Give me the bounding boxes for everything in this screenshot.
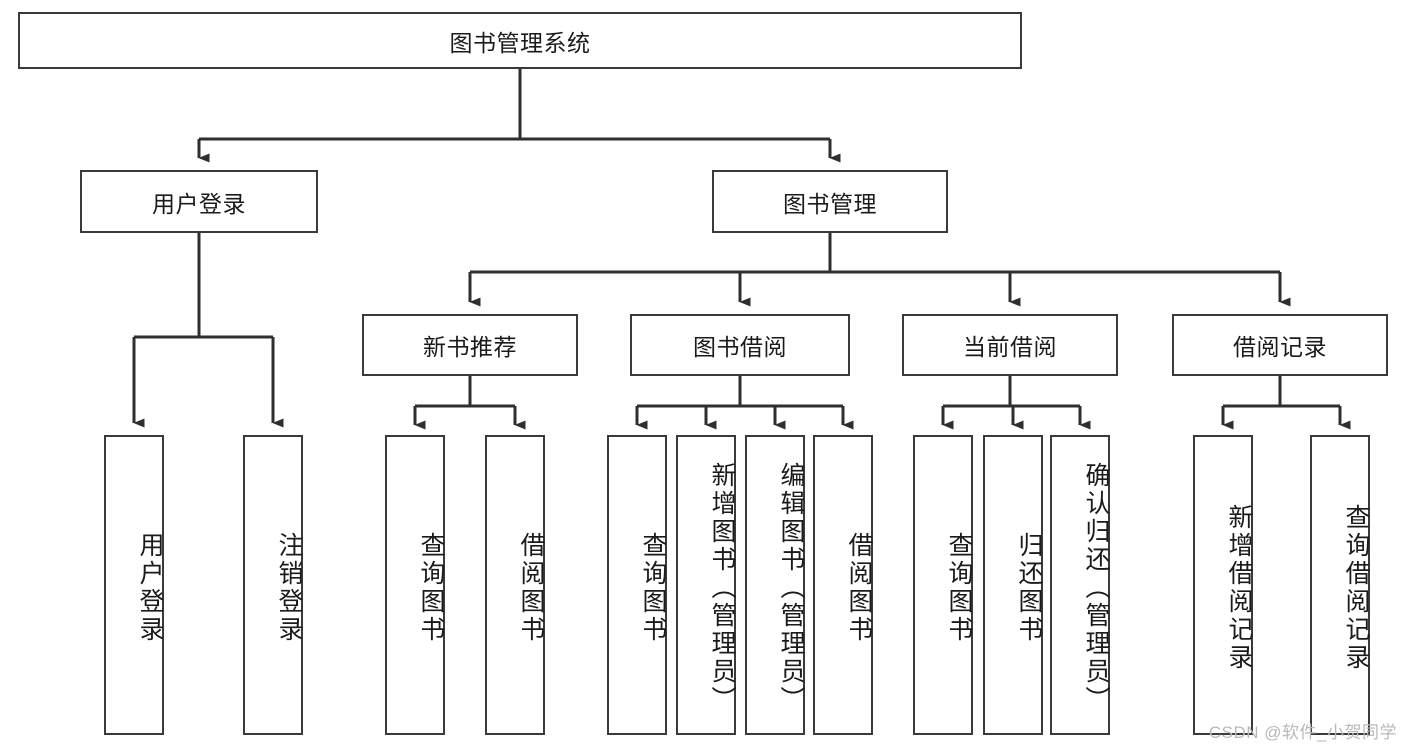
node-new-book-recommend[interactable]: 新书推荐 [362, 314, 578, 376]
node-root-label: 图书管理系统 [449, 29, 591, 56]
leaf-return-book[interactable]: 归还图书 [983, 435, 1043, 735]
leaf-confirm-return[interactable]: 确认归还（管理员） [1050, 435, 1110, 735]
node-book-borrow-label: 图书借阅 [693, 334, 787, 360]
leaf-query-book-borrow[interactable]: 查询图书 [607, 435, 667, 735]
leaf-edit-book-label: 编辑图书（管理员） [777, 462, 805, 714]
leaf-return-book-label: 归还图书 [1015, 532, 1043, 644]
node-root[interactable]: 图书管理系统 [18, 12, 1022, 69]
leaf-query-book-rec[interactable]: 查询图书 [385, 435, 445, 735]
leaf-confirm-return-label: 确认归还（管理员） [1082, 462, 1110, 714]
node-borrow-record[interactable]: 借阅记录 [1172, 314, 1388, 376]
node-book-manage[interactable]: 图书管理 [712, 170, 948, 233]
node-book-borrow[interactable]: 图书借阅 [630, 314, 850, 376]
leaf-borrow-book-rec[interactable]: 借阅图书 [485, 435, 545, 735]
node-current-borrow[interactable]: 当前借阅 [902, 314, 1118, 376]
node-current-borrow-label: 当前借阅 [963, 334, 1057, 360]
leaf-query-book-rec-label: 查询图书 [417, 532, 445, 644]
node-user-login-label: 用户登录 [152, 190, 246, 217]
leaf-borrow-book-rec-label: 借阅图书 [517, 532, 545, 644]
leaf-add-book[interactable]: 新增图书（管理员） [676, 435, 736, 735]
leaf-logout-login-label: 注销登录 [275, 532, 303, 644]
leaf-borrow-book-label: 借阅图书 [845, 532, 873, 644]
leaf-borrow-book[interactable]: 借阅图书 [813, 435, 873, 735]
leaf-query-book-current-label: 查询图书 [945, 532, 973, 644]
leaf-query-borrow-record-label: 查询借阅记录 [1342, 504, 1370, 672]
node-borrow-record-label: 借阅记录 [1233, 334, 1327, 360]
leaf-edit-book[interactable]: 编辑图书（管理员） [745, 435, 805, 735]
node-book-manage-label: 图书管理 [783, 190, 877, 217]
leaf-user-login[interactable]: 用户登录 [104, 435, 164, 735]
leaf-add-borrow-record[interactable]: 新增借阅记录 [1193, 435, 1253, 735]
watermark: CSDN @软件_小贺同学 [1208, 723, 1397, 742]
leaf-add-book-label: 新增图书（管理员） [708, 462, 736, 714]
leaf-query-borrow-record[interactable]: 查询借阅记录 [1310, 435, 1370, 735]
leaf-logout-login[interactable]: 注销登录 [243, 435, 303, 735]
node-new-book-recommend-label: 新书推荐 [423, 334, 517, 360]
leaf-user-login-label: 用户登录 [136, 532, 164, 644]
leaf-query-book-borrow-label: 查询图书 [639, 532, 667, 644]
leaf-add-borrow-record-label: 新增借阅记录 [1225, 504, 1253, 672]
node-user-login[interactable]: 用户登录 [80, 170, 318, 233]
leaf-query-book-current[interactable]: 查询图书 [913, 435, 973, 735]
